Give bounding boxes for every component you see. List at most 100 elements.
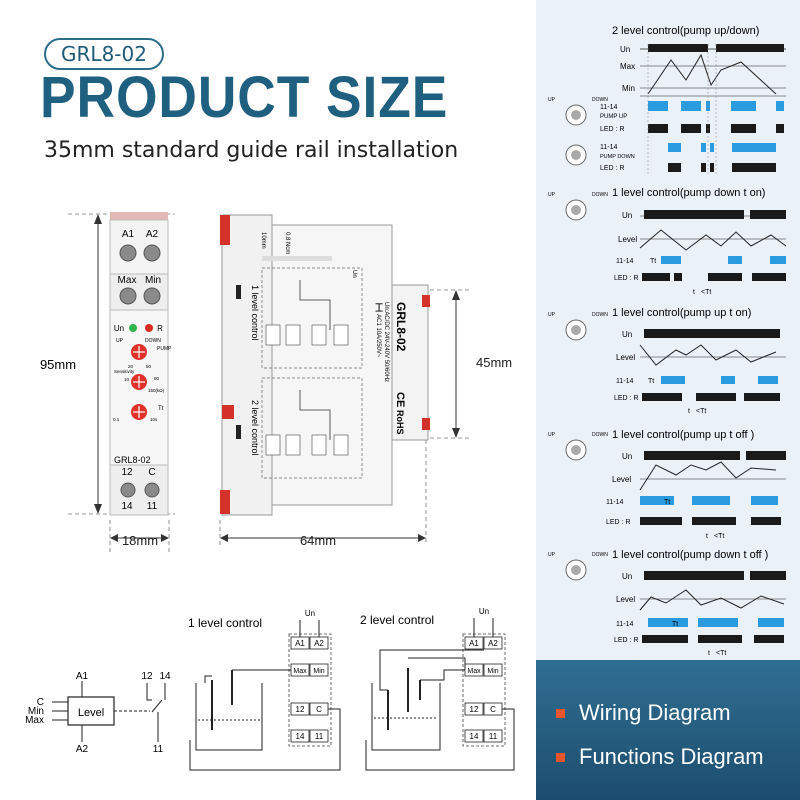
function-2level: 2 level control(pump up/down) Un Max Min… [600, 25, 786, 175]
side-1level-label: 1 level control [250, 285, 260, 341]
dim-depth: 64mm [300, 533, 336, 548]
fn4-t: t [706, 533, 708, 540]
ki4-down: DOWN [592, 312, 608, 318]
fn1-min: Min [622, 84, 635, 93]
term-max: Max [118, 275, 137, 286]
side-model: GRL8-02 [394, 302, 408, 352]
banner-functions-label: Functions Diagram [579, 744, 764, 769]
w2-12: 12 [470, 705, 479, 714]
function-pump-down-ton: 1 level control(pump down t on) Un Level… [612, 187, 787, 296]
fn4-title: 1 level control(pump up t off ) [612, 429, 754, 441]
fn1-led2: LED : R [600, 165, 625, 172]
led-un-label: Un [114, 324, 124, 333]
fn5-title: 1 level control(pump down t off ) [612, 549, 768, 561]
led-r-label: R [157, 324, 163, 333]
fn2-1114: 11-14 [616, 258, 633, 265]
symbol-c: C [37, 697, 44, 708]
banner-wiring: Wiring Diagram [556, 700, 731, 726]
w1-min: Min [313, 668, 324, 675]
term-c: C [148, 467, 155, 478]
ce-mark: CE [394, 392, 406, 407]
fn3-un: Un [622, 330, 632, 339]
fn3-t: t [688, 408, 690, 415]
w2-a1: A1 [469, 639, 479, 648]
dim-height: 95mm [40, 357, 76, 372]
term-a2: A2 [146, 229, 159, 240]
side-un: Un [351, 270, 357, 278]
fn1-led1: LED : R [600, 126, 625, 133]
side-spec2: ┣━┫ AC1 10A/250V~ [375, 302, 383, 358]
w2-max: Max [467, 668, 481, 675]
fn3-level: Level [616, 353, 635, 362]
term-11: 11 [147, 501, 158, 512]
sensitivity-label: Sensitivity [114, 369, 135, 374]
tt-label: Tt [158, 406, 164, 412]
ki6-down: DOWN [592, 552, 608, 558]
w2-14: 14 [470, 732, 479, 741]
ki4-up: UP [548, 312, 556, 318]
side-2level-label: 2 level control [250, 400, 260, 456]
w2-min: Min [487, 668, 498, 675]
fn4-tlt: <Tt [714, 533, 724, 540]
fn5-tt: Tt [672, 621, 678, 628]
fn1-pumpup: PUMP UP [600, 114, 627, 120]
knob1-pump: PUMP [157, 346, 172, 352]
w2-a2: A2 [488, 639, 498, 648]
fn1-un: Un [620, 45, 630, 54]
fn3-title: 1 level control(pump up t on) [612, 307, 751, 319]
ki3-down: DOWN [592, 192, 608, 198]
front-view: 95mm 18mm A1 A2 Max Min Un R UP DOWN PUM… [40, 212, 175, 552]
w1-max: Max [293, 668, 307, 675]
torque-label: 0.8 Ncm [284, 232, 290, 254]
fn4-un: Un [622, 452, 632, 461]
knob-icon-2 [565, 144, 587, 166]
w1-a1: A1 [295, 639, 305, 648]
w1-12: 12 [296, 705, 305, 714]
rohs-mark: RoHS [395, 410, 405, 435]
fn1-pumpdown: PUMP DOWN [600, 154, 635, 160]
side-spec1: Un:AC/DC 24V-240V 50/60Hz [383, 302, 389, 382]
model-badge: GRL8-02 [44, 38, 164, 70]
wiring1-title: 1 level control [188, 616, 262, 630]
wiring2-title: 2 level control [360, 613, 434, 627]
symbol-max: Max [25, 715, 44, 726]
knob-icon-4: UP DOWN [548, 312, 608, 341]
knob-icon-5: UP DOWN [548, 432, 608, 461]
front-model: GRL8-02 [114, 455, 151, 465]
symbol-14: 14 [159, 671, 171, 682]
fn5-un: Un [622, 572, 632, 581]
term-12: 12 [121, 467, 133, 478]
led-r [145, 324, 153, 332]
w1-c: C [316, 705, 322, 714]
ki6-up: UP [548, 552, 556, 558]
bullet-icon [556, 708, 565, 718]
product-drawings: 95mm 18mm A1 A2 Max Min Un R UP DOWN PUM… [25, 212, 515, 771]
strip-label: 10mm [260, 232, 266, 249]
bullet-icon [556, 752, 565, 762]
fn2-tlt: <Tt [701, 289, 711, 296]
fn2-title: 1 level control(pump down t on) [612, 187, 765, 199]
fn4-tt: Tt [664, 499, 670, 506]
wiring-diagram-2level: 2 level control Un A1 A2 Max Min 12 C 14… [360, 607, 515, 771]
fn5-tlt: <Tt [716, 650, 726, 657]
fn3-led: LED : R [614, 395, 639, 402]
wiring1-un: Un [305, 609, 315, 618]
knob-icon-3: UP DOWN [548, 192, 608, 221]
page-title: PRODUCT SIZE [40, 65, 449, 130]
fn3-tt: Tt [648, 378, 654, 385]
function-pump-down-toff: 1 level control(pump down t off ) Un Lev… [612, 549, 786, 657]
ki5-up: UP [548, 432, 556, 438]
ki5-down: DOWN [592, 432, 608, 438]
tt-min: 0.1 [113, 417, 120, 422]
fn1-max: Max [620, 62, 635, 71]
term-min: Min [145, 275, 161, 286]
fn1-title: 2 level control(pump up/down) [612, 25, 759, 37]
fn2-un: Un [622, 211, 632, 220]
side-view: 64mm 45mm GRL8-02 Un:AC/DC 24V-240V 50/6… [219, 214, 512, 548]
w1-14: 14 [296, 732, 305, 741]
fn4-1114: 11-14 [606, 499, 623, 506]
fn2-t: t [693, 289, 695, 296]
fn3-1114: 11-14 [616, 378, 633, 385]
knob1-down: DOWN [145, 338, 161, 344]
dim-width: 18mm [122, 533, 158, 548]
